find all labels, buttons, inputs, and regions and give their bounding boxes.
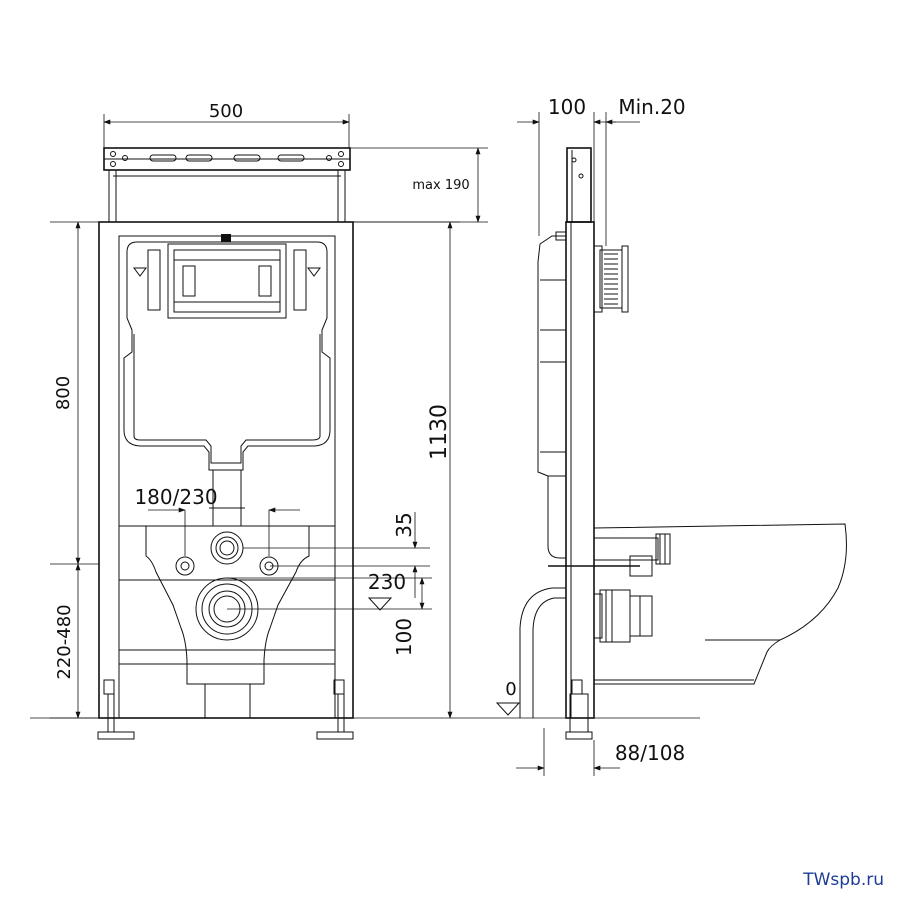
side-dimensions — [495, 112, 640, 776]
watermark-text: TWspb.ru — [803, 870, 884, 890]
dim-adjust: max 190 — [412, 178, 469, 193]
inlet-pipe — [548, 533, 671, 577]
dim-floor-level: 0 — [505, 679, 516, 700]
side-view: 100 Min.20 0 88/108 — [495, 95, 847, 776]
dim-width: 500 — [209, 101, 243, 122]
flush-plate-side — [593, 245, 629, 313]
dim-outlet-height: 230 — [368, 570, 406, 594]
frame-upright — [565, 147, 595, 740]
dim-min-gap: Min.20 — [618, 95, 685, 119]
dim-mount-spacing: 180/230 — [134, 485, 217, 509]
cistern-side — [537, 231, 567, 559]
bowl-mount-plate — [145, 525, 310, 718]
dim-offset: 35 — [392, 512, 416, 537]
dim-outlet-diameter: 100 — [392, 618, 416, 656]
dim-depth: 100 — [548, 95, 586, 119]
cistern — [123, 234, 331, 526]
front-dimensions — [30, 114, 700, 719]
dim-total-height: 1130 — [427, 404, 452, 460]
front-view: 500 max 190 800 1130 180/230 35 230 100 … — [30, 101, 700, 740]
toilet-bowl — [593, 523, 847, 685]
dim-frame-height: 800 — [53, 376, 74, 410]
top-bracket — [103, 147, 351, 222]
dim-outlet-depth: 88/108 — [615, 741, 685, 765]
dim-leg-range: 220-480 — [54, 604, 75, 679]
drain-pipe — [519, 587, 653, 718]
frame-feet — [97, 679, 354, 740]
